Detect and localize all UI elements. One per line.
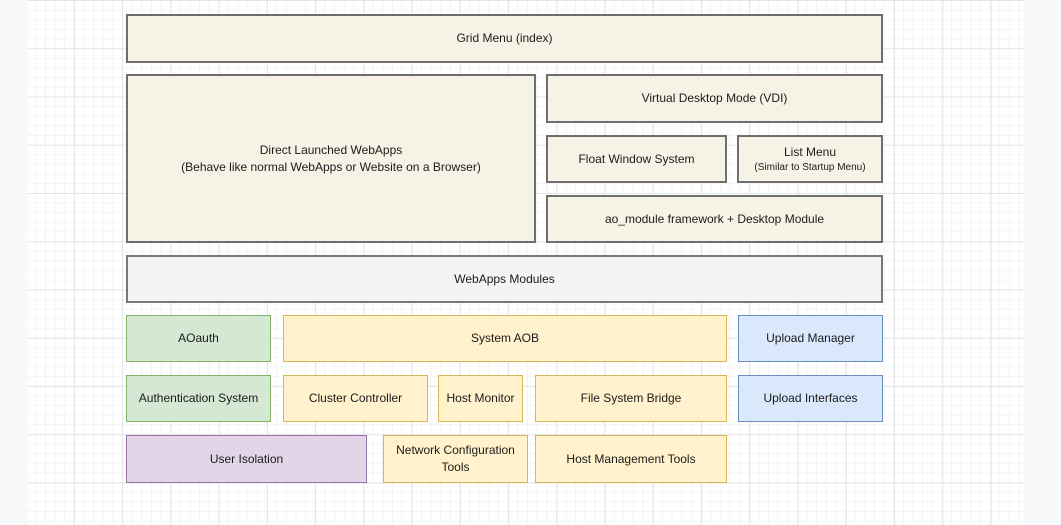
diagram-box-ao-module-framework[interactable]: ao_module framework + Desktop Module (546, 195, 883, 243)
diagram-box-host-management-tools[interactable]: Host Management Tools (535, 435, 727, 483)
diagram-box-file-system-bridge[interactable]: File System Bridge (535, 375, 727, 422)
diagram-box-grid-menu[interactable]: Grid Menu (index) (126, 14, 883, 63)
diagram-box-network-configuration-tools[interactable]: Network Configuration Tools (383, 435, 528, 483)
box-label: Float Window System (578, 151, 695, 166)
box-sublabel: (Similar to Startup Menu) (754, 161, 866, 173)
box-label: File System Bridge (580, 391, 682, 406)
box-label: Host Management Tools (566, 451, 696, 466)
box-label: System AOB (470, 331, 540, 346)
box-label: List Menu (783, 145, 837, 160)
box-label: Virtual Desktop Mode (VDI) (641, 91, 788, 106)
box-label: WebApps Modules (454, 271, 555, 286)
diagram-box-float-window-system[interactable]: Float Window System (546, 135, 727, 183)
box-label: Network Configuration Tools (396, 443, 515, 474)
box-label: Grid Menu (index) (456, 31, 553, 46)
diagram-box-webapps-modules[interactable]: WebApps Modules (126, 255, 883, 303)
diagram-box-host-monitor[interactable]: Host Monitor (438, 375, 523, 422)
box-label: Direct Launched WebApps (259, 142, 403, 157)
diagram-box-system-aob[interactable]: System AOB (283, 315, 727, 362)
diagram-box-upload-manager[interactable]: Upload Manager (738, 315, 883, 362)
box-sublabel: (Behave like normal WebApps or Website o… (181, 159, 481, 174)
diagram-box-user-isolation[interactable]: User Isolation (126, 435, 367, 483)
diagram-box-virtual-desktop-mode[interactable]: Virtual Desktop Mode (VDI) (546, 74, 883, 123)
diagram-box-list-menu[interactable]: List Menu (Similar to Startup Menu) (737, 135, 883, 183)
diagram-box-direct-launched-webapps[interactable]: Direct Launched WebApps (Behave like nor… (126, 74, 536, 243)
box-label: ao_module framework + Desktop Module (604, 211, 825, 226)
box-label: User Isolation (209, 451, 284, 466)
diagram-box-upload-interfaces[interactable]: Upload Interfaces (738, 375, 883, 422)
box-label: AOauth (178, 331, 219, 346)
box-label: Host Monitor (446, 391, 515, 406)
box-label: Authentication System (138, 391, 259, 406)
diagram-box-aoauth[interactable]: AOauth (126, 315, 271, 362)
box-label: Cluster Controller (308, 391, 403, 406)
diagram-box-authentication-system[interactable]: Authentication System (126, 375, 271, 422)
box-label: Upload Manager (766, 331, 855, 346)
box-label: Upload Interfaces (763, 391, 858, 406)
diagram-box-cluster-controller[interactable]: Cluster Controller (283, 375, 428, 422)
